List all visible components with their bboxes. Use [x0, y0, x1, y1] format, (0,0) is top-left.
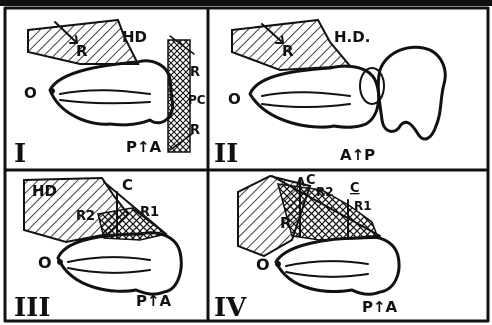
- label-r2: R2: [76, 209, 95, 224]
- label-c: C: [306, 173, 316, 188]
- label-o: O: [24, 84, 37, 102]
- numeral: III: [14, 293, 51, 323]
- label-r: R: [280, 214, 292, 232]
- periodontal-cushion: [168, 40, 190, 152]
- label-o: O: [256, 255, 270, 274]
- label-r1: R1: [354, 199, 372, 213]
- label-r-right-top: R: [190, 65, 200, 80]
- label-pa: P↑A: [362, 298, 398, 316]
- tooth: [276, 237, 399, 294]
- panel-2: II H.D. R O A↑P: [214, 20, 445, 169]
- label-c: C: [122, 176, 133, 194]
- label-hd: HD: [32, 182, 57, 200]
- label-o: O: [228, 90, 241, 108]
- label-r-upper: R: [282, 42, 294, 60]
- numeral: II: [214, 139, 238, 169]
- label-pa: P↑A: [136, 292, 172, 310]
- numeral: IV: [214, 293, 247, 323]
- label-o: O: [38, 253, 52, 272]
- label-r-right-bottom: R: [190, 123, 200, 138]
- label-pa: P↑A: [126, 138, 162, 156]
- label-pc: PC: [188, 93, 206, 107]
- label-c-under: C: [350, 181, 360, 196]
- tooth: [250, 66, 379, 127]
- label-ap: A↑P: [340, 146, 375, 164]
- label-r-upper: R: [76, 42, 88, 60]
- numeral: I: [14, 139, 26, 169]
- label-hd: HD: [122, 28, 147, 46]
- tooth: [58, 233, 181, 294]
- panel-3: III HD C R2 R1 O P↑A: [14, 176, 181, 323]
- panel-4: IV A C R2 C R1 R O P↑A: [214, 173, 399, 323]
- label-r2: R2: [316, 185, 334, 199]
- adjacent-tooth: [378, 47, 445, 139]
- label-hd: H.D.: [334, 28, 370, 46]
- panel-1: I HD R O P↑A R PC R: [14, 20, 206, 169]
- top-cutoff-strip: [0, 0, 492, 6]
- label-r1: R1: [140, 205, 159, 220]
- label-a: A: [296, 175, 306, 189]
